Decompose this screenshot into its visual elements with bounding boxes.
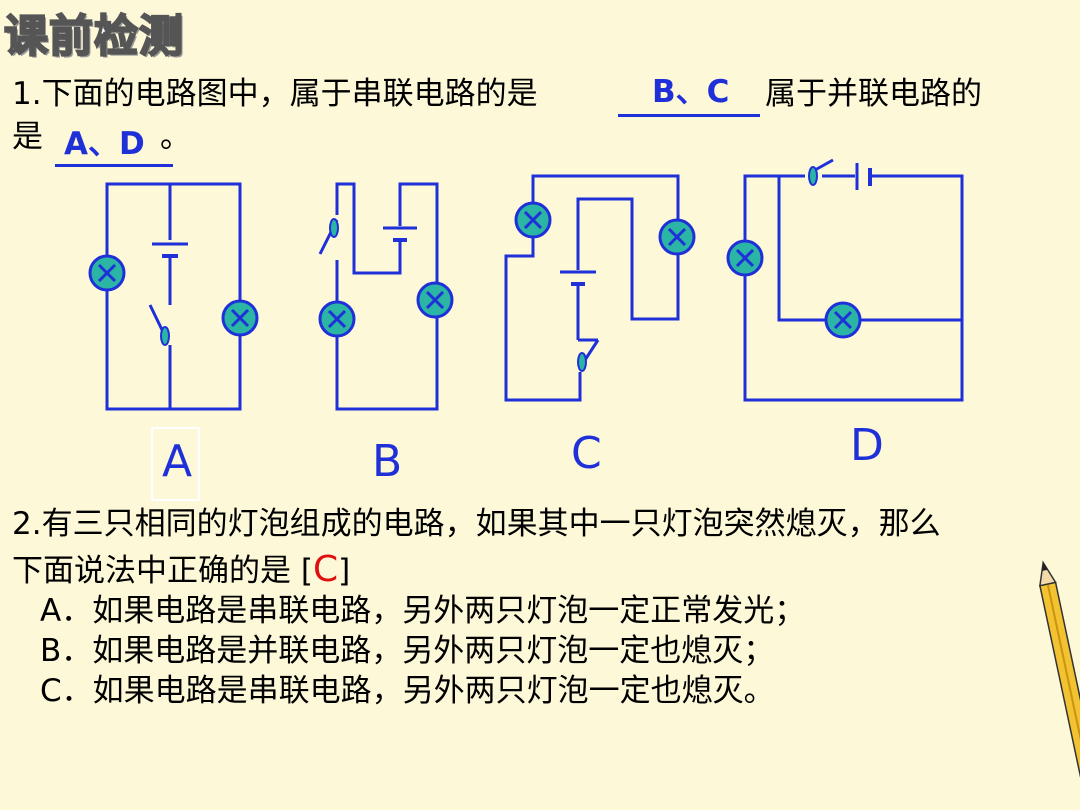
q2-line2: 下面说法中正确的是 [C] bbox=[12, 550, 350, 591]
q2-line2-prefix: 下面说法中正确的是 [ bbox=[12, 553, 313, 589]
bulb-d1 bbox=[726, 239, 764, 277]
q2-option-c: C．如果电路是串联电路，另外两只灯泡一定也熄灭。 bbox=[40, 673, 775, 709]
q2-line2-suffix: ] bbox=[338, 553, 351, 589]
q1-line2-prefix: 是 bbox=[12, 119, 43, 155]
q1-answer-series: B、C bbox=[652, 74, 730, 110]
circuit-label-b: B bbox=[372, 436, 403, 487]
bulb-a2 bbox=[221, 299, 259, 337]
switch-c bbox=[577, 352, 587, 372]
bulb-a1 bbox=[88, 254, 126, 292]
label-a-frame bbox=[151, 427, 200, 501]
q1-blank-parallel bbox=[55, 164, 173, 167]
q1-line1: 1.下面的电路图中，属于串联电路的是 bbox=[12, 74, 538, 114]
bulb-b2 bbox=[416, 281, 454, 319]
q2-option-a: A．如果电路是串联电路，另外两只灯泡一定正常发光； bbox=[40, 593, 806, 629]
circuit-label-d: D bbox=[850, 420, 884, 471]
bulb-c1 bbox=[514, 201, 552, 239]
q2-option-b: B．如果电路是并联电路，另外两只灯泡一定也熄灭； bbox=[40, 633, 775, 669]
switch-b bbox=[329, 218, 339, 238]
pencil-icon bbox=[1039, 560, 1080, 810]
q1-text-part2: 属于并联电路的 bbox=[765, 76, 982, 112]
q2-answer: C bbox=[312, 549, 339, 590]
switch-d bbox=[808, 166, 818, 186]
bulb-b1 bbox=[318, 300, 356, 338]
circuit-label-a: A bbox=[162, 436, 193, 487]
bulb-c2 bbox=[658, 218, 696, 256]
q1-blank-series bbox=[618, 114, 760, 117]
bulb-d2 bbox=[824, 301, 862, 339]
switch-a bbox=[160, 326, 170, 346]
circuit-a bbox=[105, 182, 242, 411]
page-title: 课前检测 bbox=[3, 10, 184, 63]
q1-text-part1: 1.下面的电路图中，属于串联电路的是 bbox=[12, 76, 538, 112]
q2-line1: 2.有三只相同的灯泡组成的电路，如果其中一只灯泡突然熄灭，那么 bbox=[12, 506, 941, 542]
q1-line2-suffix: 。 bbox=[160, 119, 191, 155]
circuit-d bbox=[743, 158, 964, 402]
circuit-label-c: C bbox=[571, 428, 602, 479]
circuit-c bbox=[504, 174, 680, 402]
q1-answer-parallel: A、D bbox=[64, 126, 145, 162]
